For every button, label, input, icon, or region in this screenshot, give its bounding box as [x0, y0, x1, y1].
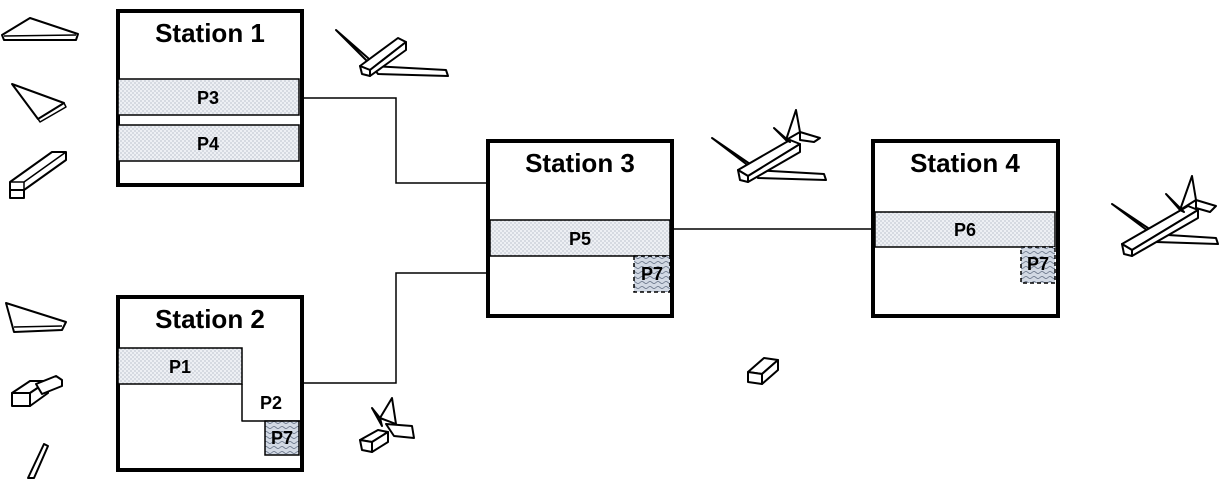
- part-p3-label: P3: [197, 88, 219, 108]
- thin-fin-icon: [27, 443, 49, 479]
- connector-station1-station3: [301, 97, 489, 184]
- part-p7-station4: [1020, 246, 1056, 284]
- part-p7-station4-label: P7: [1027, 254, 1049, 274]
- wing-part-icon: [1, 17, 79, 41]
- station-1-title: Station 1: [155, 18, 265, 48]
- tail-assembly-icon: [359, 397, 415, 453]
- tail-fin-icon: [11, 83, 67, 123]
- fuselage-block-icon: [9, 151, 67, 199]
- connector-station2-station3: [301, 272, 489, 384]
- station-3: Station 3 P5 P7: [486, 139, 674, 318]
- part-p6-label: P6: [954, 220, 976, 240]
- wing-part-2-icon: [5, 302, 67, 333]
- part-p4: [117, 124, 300, 162]
- loose-block-icon: [747, 357, 779, 385]
- part-p5: [489, 219, 671, 257]
- part-p4-label: P4: [197, 134, 219, 154]
- part-p2-label: P2: [260, 393, 282, 413]
- station-4-title: Station 4: [910, 148, 1020, 178]
- part-p7-station3-label: P7: [641, 264, 663, 284]
- wing-assembly-icon: [335, 29, 449, 77]
- part-p7-station2-label: P7: [271, 428, 293, 448]
- partial-aircraft-icon: [711, 109, 827, 183]
- part-p6: [874, 211, 1056, 248]
- assembly-icons: [335, 29, 1219, 453]
- part-p7-station3: [633, 255, 671, 293]
- station-1: Station 1 P3 P4: [116, 9, 304, 187]
- station-4: Station 4 P6 P7: [871, 139, 1060, 318]
- part-p3: [117, 78, 300, 116]
- connectors: [301, 97, 874, 384]
- part-p7-station2: [264, 420, 300, 456]
- completed-aircraft-icon: [1111, 175, 1219, 257]
- left-part-icons: [1, 17, 79, 479]
- station-3-title: Station 3: [525, 148, 635, 178]
- station-2: Station 2 P1 P2 P7: [116, 295, 304, 472]
- part-p5-label: P5: [569, 229, 591, 249]
- station-2-title: Station 2: [155, 304, 265, 334]
- part-p1: [117, 347, 243, 385]
- part-p1-label: P1: [169, 357, 191, 377]
- nose-block-icon: [11, 375, 63, 407]
